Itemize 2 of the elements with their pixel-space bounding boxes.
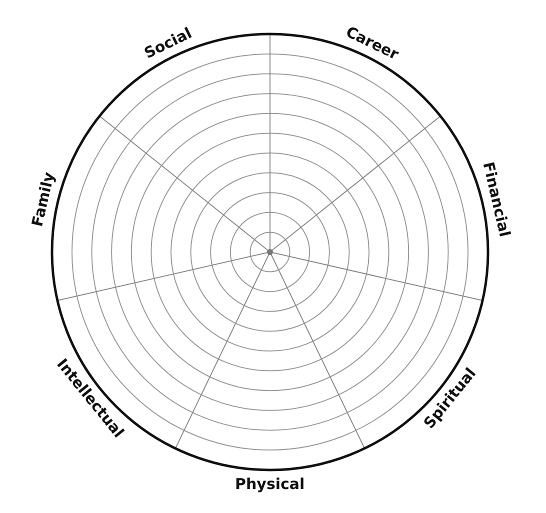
segment-label: Physical — [235, 476, 305, 492]
segment-label: Family — [30, 171, 58, 228]
